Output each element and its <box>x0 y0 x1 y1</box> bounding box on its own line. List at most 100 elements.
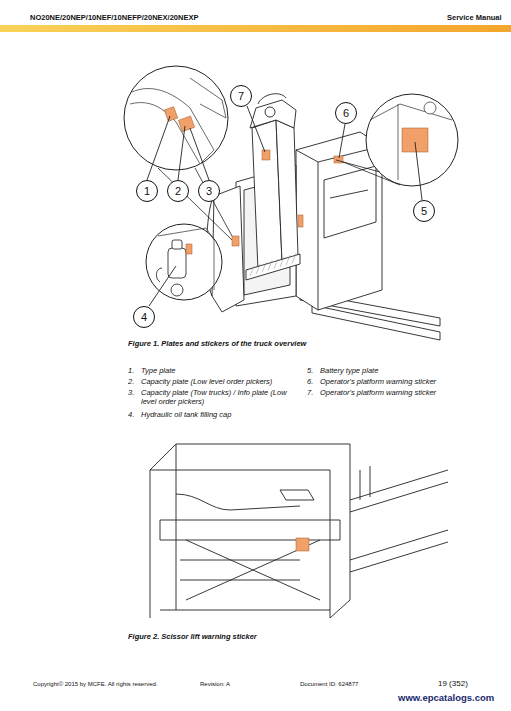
drawing-stroke <box>164 107 178 122</box>
drawing-stroke <box>258 94 286 104</box>
drawing-stroke <box>156 268 162 282</box>
drawing-stroke <box>370 104 452 120</box>
magnifier-oil-cap <box>146 224 222 300</box>
drawing-stroke <box>265 107 275 117</box>
drawing-stroke <box>124 66 228 170</box>
callout-number: 6 <box>343 108 349 119</box>
callout-number: 2 <box>175 186 181 197</box>
callout-number: 5 <box>421 206 427 217</box>
callout-number: 1 <box>144 186 150 197</box>
drawing-stroke <box>180 560 300 580</box>
figure-caption: Figure 1. Plates and stickers of the tru… <box>128 339 306 348</box>
floor-rib <box>274 259 278 269</box>
leader-lines <box>147 106 422 306</box>
watermark: www.epcatalogs.com <box>398 692 494 703</box>
drawing-stroke <box>176 444 177 610</box>
drawing-stroke <box>415 142 422 200</box>
callout-number: 4 <box>141 312 147 323</box>
list-item: Hydraulic oil tank filling cap <box>141 410 231 419</box>
drawing-stroke <box>339 124 345 158</box>
drawing-stroke <box>246 254 300 280</box>
drawing-stroke <box>171 284 183 296</box>
drawing-stroke <box>312 305 440 340</box>
list-item: Operator's platform warning sticker <box>320 377 436 386</box>
callout-circle: 4 <box>133 306 155 328</box>
header-band <box>0 25 511 32</box>
drawing-stroke <box>176 494 300 510</box>
list-item: Battery type plate <box>320 366 378 375</box>
drawing-stroke <box>262 150 270 160</box>
list-number: 4. <box>128 410 134 419</box>
callout-circle: 3 <box>198 180 220 202</box>
drawing-stroke <box>186 244 192 254</box>
floor-rib <box>256 264 260 274</box>
drawing-stroke <box>360 466 370 500</box>
drawing-stroke <box>250 100 296 128</box>
drawing-stroke <box>336 160 380 172</box>
scissor-warning-sticker <box>296 538 309 551</box>
drawing-stroke <box>178 126 185 180</box>
list-item: Capacity plate (Tow trucks) / Info plate… <box>141 388 291 406</box>
page-number: 19 (352) <box>438 679 468 689</box>
drawing-stroke <box>424 102 436 114</box>
drawing-stroke <box>146 224 222 300</box>
drawing-stroke <box>150 470 330 618</box>
list-number: 2. <box>128 377 134 386</box>
footer-revision: Revision: A <box>200 681 230 688</box>
figure-caption: Figure 2. Scissor lift warning sticker <box>128 632 257 641</box>
truck-drawing <box>207 94 440 340</box>
callout-number: 7 <box>238 91 244 102</box>
drawing-stroke <box>247 106 265 152</box>
drawing-stroke <box>160 610 330 611</box>
list-number: 1. <box>128 366 134 375</box>
drawing-stroke <box>172 240 182 249</box>
drawing-stroke <box>178 116 194 132</box>
page-header: NO20NE/20NEP/10NEF/10NEFP/20NEX/20NEXP <box>30 13 198 22</box>
list-number: 5. <box>307 366 313 375</box>
drawing-stroke <box>298 215 303 227</box>
floor-rib <box>280 257 284 267</box>
drawing-stroke <box>296 132 382 310</box>
truck-stickers <box>232 150 343 246</box>
callout-circle: 2 <box>167 180 189 202</box>
drawing-stroke <box>190 128 209 180</box>
list-number: 7. <box>307 388 313 397</box>
callout-circle: 6 <box>335 102 357 124</box>
floor-rib <box>262 262 266 272</box>
header-right: Service Manual <box>447 13 502 22</box>
drawing-stroke <box>324 166 376 238</box>
drawing-stroke <box>195 168 232 236</box>
drawing-stroke <box>158 168 232 240</box>
magnifier-type-plate <box>124 66 228 170</box>
drawing-stroke <box>276 120 298 262</box>
magnifier-lines <box>158 160 400 240</box>
drawing-stroke <box>160 520 340 540</box>
drawing-stroke <box>402 128 428 152</box>
callout-number: 3 <box>206 186 212 197</box>
list-item: Operator's platform warning sticker <box>320 388 436 397</box>
drawing-stroke <box>190 78 226 118</box>
floor-rib <box>292 253 296 263</box>
drawing-stroke <box>150 444 350 618</box>
drawing-stroke <box>330 190 368 198</box>
floor-ribs <box>250 253 296 276</box>
floor-rib <box>250 266 254 276</box>
list-number: 3. <box>128 388 134 397</box>
drawing-stroke <box>398 104 399 180</box>
list-item: Capacity plate (Low level order pickers) <box>141 377 272 386</box>
footer-copyright: Copyright© 2015 by MCFE. All rights rese… <box>33 681 157 688</box>
list-number: 6. <box>307 377 313 386</box>
drawing-stroke <box>318 162 319 310</box>
callout-circle: 1 <box>136 180 158 202</box>
scissor-lift-drawing <box>150 444 448 618</box>
drawing-stroke <box>343 162 400 185</box>
callout-circle: 5 <box>413 200 435 222</box>
drawing-stroke <box>147 116 170 180</box>
floor-rib <box>268 261 272 271</box>
drawing-stroke <box>149 266 176 306</box>
drawing-stroke <box>130 89 214 164</box>
drawing-stroke <box>280 490 314 500</box>
drawing-stroke <box>232 236 239 246</box>
floor-rib <box>286 255 290 265</box>
